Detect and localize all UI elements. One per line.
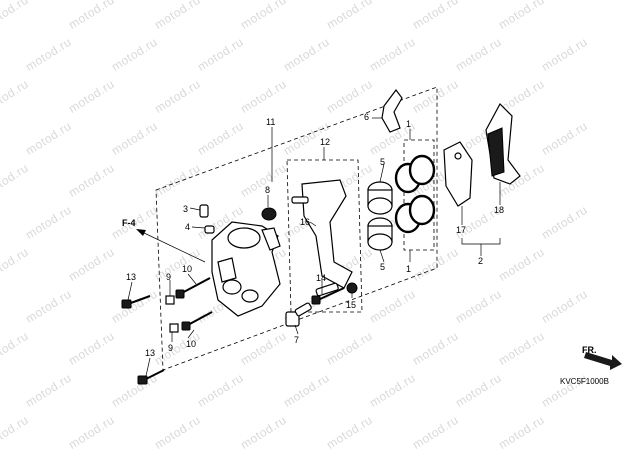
boot-15 (346, 282, 358, 294)
callout-7: 7 (294, 335, 299, 345)
callout-12: 12 (320, 137, 330, 147)
direction-label: FR. (582, 345, 597, 355)
pin-nut-8 (261, 207, 277, 221)
front-direction-arrow (584, 352, 622, 370)
mounting-bolt-13-upper (121, 295, 151, 309)
reference-label-f4: F-4 (122, 218, 136, 228)
callout-5-lower: 5 (380, 262, 385, 272)
callout-9-upper: 9 (166, 272, 171, 282)
piston-lower (367, 217, 393, 251)
brake-pad-17 (443, 141, 473, 207)
bolt-10-lower (181, 311, 213, 331)
callout-17: 17 (456, 225, 466, 235)
callout-13-upper: 13 (126, 272, 136, 282)
drawing-code: KVC5F1000B (560, 377, 609, 386)
washer-9-lower (169, 323, 179, 333)
callout-18: 18 (494, 205, 504, 215)
pin-bolt-7 (285, 302, 312, 327)
reference-arrow-f4 (136, 229, 206, 263)
callout-14: 14 (316, 273, 326, 283)
callout-3: 3 (183, 204, 188, 214)
callout-8: 8 (265, 185, 270, 195)
piston-seals (394, 154, 436, 234)
bleeder-screw (199, 204, 215, 234)
washer-9-upper (165, 295, 175, 305)
callout-9-lower: 9 (168, 343, 173, 353)
pad-spring-6 (381, 89, 403, 133)
callout-6: 6 (364, 112, 369, 122)
callout-15: 15 (346, 300, 356, 310)
callout-13-lower: 13 (145, 348, 155, 358)
mounting-bolt-13-lower (137, 369, 165, 385)
piston-upper (367, 181, 393, 215)
bolt-10-upper (175, 277, 211, 299)
callout-10-upper: 10 (182, 264, 192, 274)
callout-2: 2 (478, 256, 483, 266)
callout-16: 16 (300, 217, 310, 227)
caliper-assembly-outline (155, 86, 438, 371)
bolt-14 (311, 287, 345, 305)
leader-lines (127, 117, 501, 377)
callout-11: 11 (266, 117, 275, 127)
caliper-body (211, 221, 281, 317)
callout-5-upper: 5 (380, 157, 385, 167)
caliper-bracket (291, 179, 353, 297)
callout-1-lower: 1 (406, 264, 411, 274)
brake-pad-18 (485, 103, 521, 185)
callout-1-upper: 1 (406, 119, 411, 129)
callout-4: 4 (185, 222, 190, 232)
bracket-assembly-outline (286, 159, 363, 313)
callout-10-lower: 10 (186, 339, 196, 349)
